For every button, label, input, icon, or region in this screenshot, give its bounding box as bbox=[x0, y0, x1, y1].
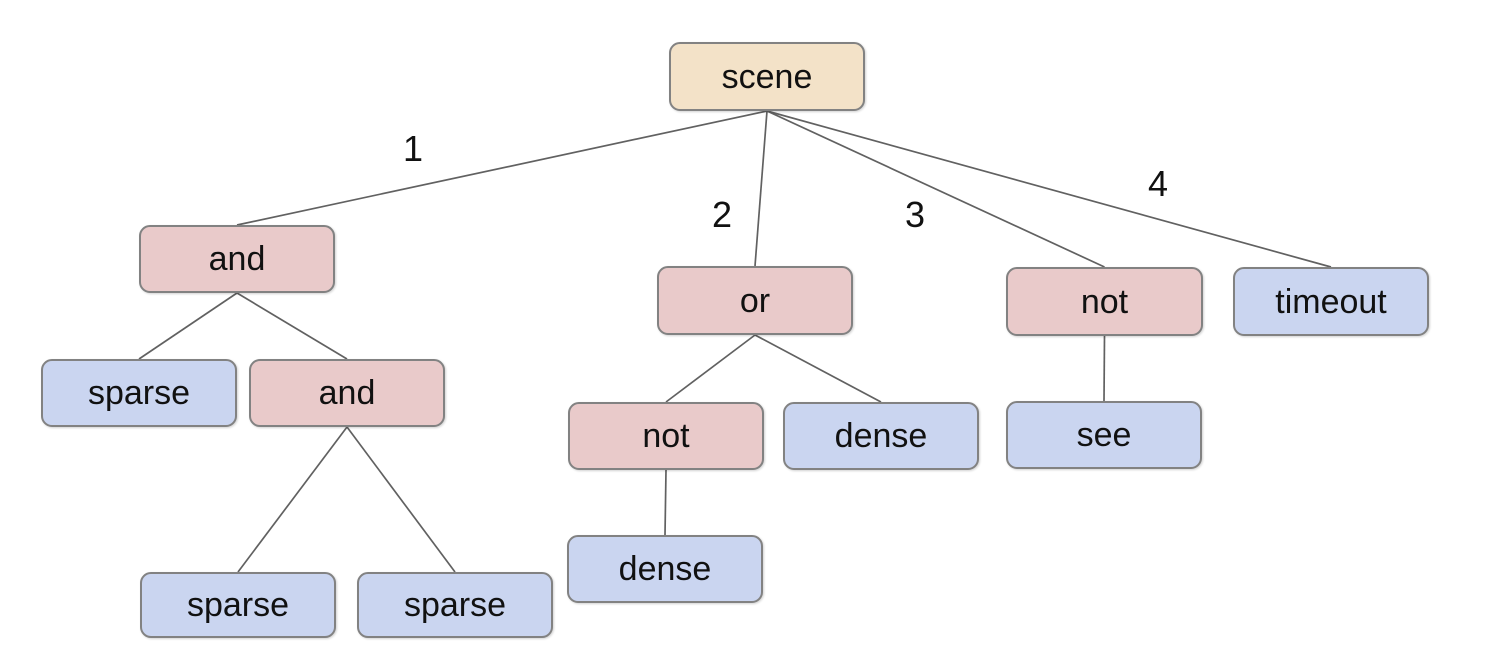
edge-or-1-to-not-2 bbox=[665, 334, 756, 403]
edge-label-1: 1 bbox=[402, 128, 424, 169]
node-and-1: and bbox=[139, 225, 335, 293]
edge-and-2-to-sparse-3 bbox=[346, 426, 456, 573]
edge-label-2: 2 bbox=[711, 194, 733, 235]
edge-or-1-to-dense-1 bbox=[754, 334, 882, 403]
edge-label-3: 3 bbox=[904, 194, 926, 235]
edge-and-2-to-sparse-2 bbox=[237, 426, 348, 573]
edge-not-1-to-see-1 bbox=[1103, 335, 1106, 402]
node-dense-1: dense bbox=[783, 402, 979, 470]
node-timeout-1: timeout bbox=[1233, 267, 1429, 336]
edge-scene-to-not-1 bbox=[766, 110, 1105, 268]
node-dense-2: dense bbox=[567, 535, 763, 603]
edge-and-1-to-and-2 bbox=[236, 292, 348, 360]
node-or-1: or bbox=[657, 266, 853, 335]
node-sparse-2: sparse bbox=[140, 572, 336, 638]
node-not-1: not bbox=[1006, 267, 1203, 336]
node-and-2: and bbox=[249, 359, 445, 427]
node-sparse-1: sparse bbox=[41, 359, 237, 427]
edge-and-1-to-sparse-1 bbox=[138, 292, 238, 360]
edge-scene-to-and-1 bbox=[236, 110, 768, 226]
edge-label-4: 4 bbox=[1147, 163, 1169, 204]
edge-scene-to-timeout-1 bbox=[766, 110, 1332, 268]
node-sparse-3: sparse bbox=[357, 572, 553, 638]
node-not-2: not bbox=[568, 402, 764, 470]
node-see-1: see bbox=[1006, 401, 1202, 469]
node-scene: scene bbox=[669, 42, 865, 111]
edge-not-2-to-dense-2 bbox=[664, 469, 667, 536]
edge-scene-to-or-1 bbox=[754, 110, 768, 267]
